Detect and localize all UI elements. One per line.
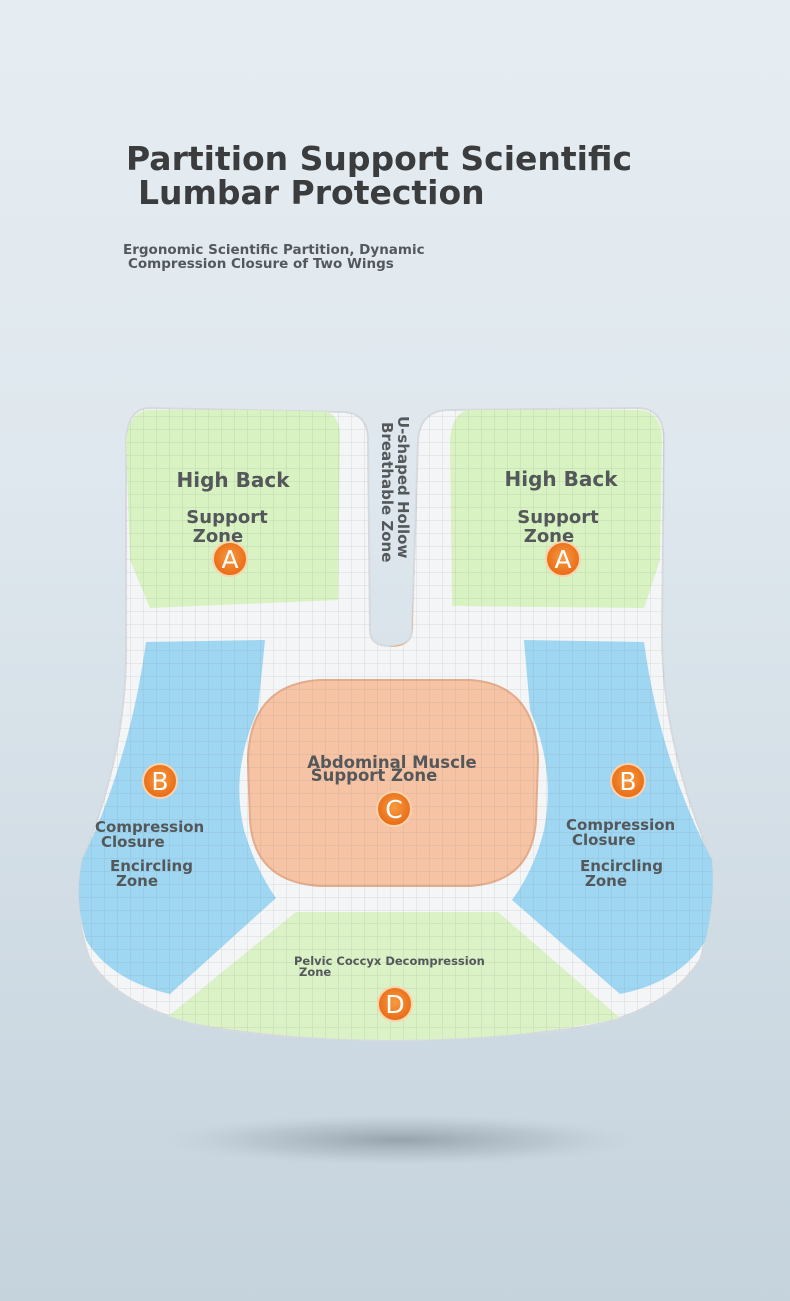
page-title: Partition Support Scientific Lumbar Prot… [126,142,686,210]
floor-shadow [160,1114,640,1166]
badge-a-left-letter: A [221,545,238,574]
zone-d-line2: Zone [299,965,331,979]
zone-a-left-line2: Support [186,507,268,528]
zone-b-left-line1: Compression [95,818,204,836]
badge-d-letter: D [385,990,404,1019]
badge-c-letter: C [385,795,402,824]
zone-a-right-line1: High Back [504,467,618,491]
badge-b-left: B [142,763,178,799]
zone-b-left-labels: Compression Closure Encircling Zone [95,818,204,890]
zone-b-left-line3: Encircling [110,857,193,875]
title-line-1: Partition Support Scientific [126,139,633,178]
zone-b-right-line2: Closure [572,831,636,849]
zone-a-right-line2: Support [517,507,599,528]
badge-b-right-letter: B [619,767,636,796]
badge-b-left-letter: B [151,767,168,796]
zone-c-line2: Support Zone [311,766,438,785]
hollow-line2: Breathable Zone [378,422,396,562]
zone-b-left-line2: Closure [101,833,165,851]
hollow-line1: U-shaped Hollow [394,416,412,558]
subtitle-line-1: Ergonomic Scientific Partition, Dynamic [123,242,425,258]
zone-b-left-line4: Zone [116,872,158,890]
badge-a-left: A [212,541,248,577]
zone-b-right-line4: Zone [585,872,627,890]
zone-d-line1: Pelvic Coccyx Decompression [294,954,485,968]
badge-a-right: A [545,541,581,577]
badge-b-right: B [610,763,646,799]
zone-a-right-labels: High Back Support Zone [504,467,618,547]
zone-b-right-labels: Compression Closure Encircling Zone [566,816,675,890]
badge-c: C [376,791,412,827]
title-line-2: Lumbar Protection [138,173,485,212]
page-subtitle: Ergonomic Scientific Partition, Dynamic … [123,243,483,271]
subtitle-line-2: Compression Closure of Two Wings [128,256,394,272]
zone-a-left-line1: High Back [176,468,290,492]
hollow-label: U-shaped Hollow Breathable Zone [378,416,412,562]
badge-a-right-letter: A [554,545,571,574]
zone-c-labels: Abdominal Muscle Support Zone [307,753,476,785]
zone-d-labels: Pelvic Coccyx Decompression Zone [294,954,485,979]
zone-b-right-line3: Encircling [580,857,663,875]
badge-d: D [377,986,413,1022]
zone-b-right-line1: Compression [566,816,675,834]
zone-c-line1: Abdominal Muscle [307,753,476,772]
